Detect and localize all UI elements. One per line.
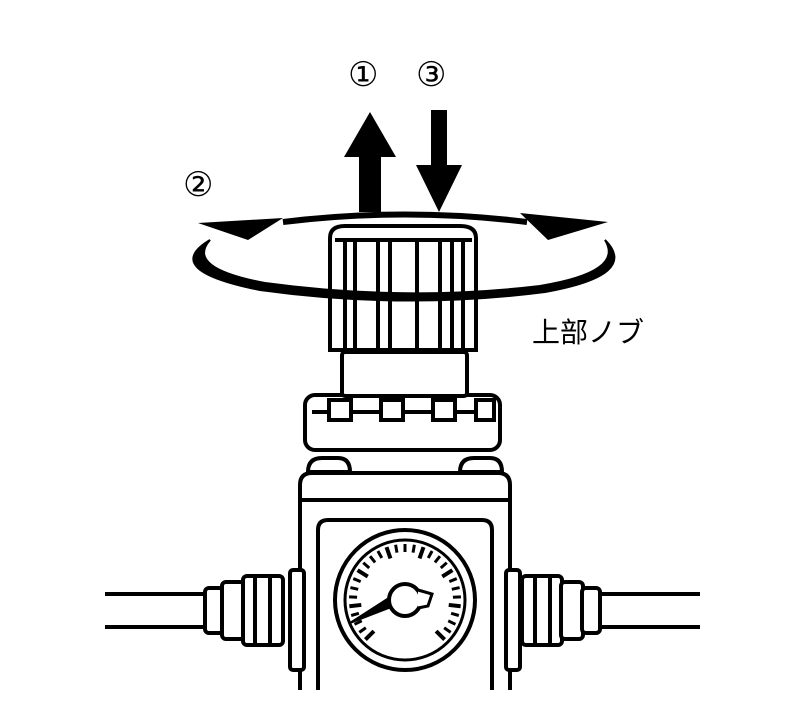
gauge-tick <box>434 629 447 642</box>
gauge-tick <box>394 544 399 553</box>
gauge-tick <box>441 568 454 579</box>
gauge-tick <box>426 550 434 559</box>
down-arrow-icon <box>416 110 462 212</box>
gauge-tick <box>433 555 442 564</box>
upper-knob-label: 上部ノブ <box>532 316 644 349</box>
upper-knob <box>328 224 478 352</box>
gauge-tick <box>448 577 458 584</box>
step-1-label: ① <box>348 55 378 95</box>
rotation-arrowhead-left <box>198 218 283 240</box>
gauge-tick <box>443 626 452 634</box>
gauge-tick <box>368 555 377 564</box>
step-3-label: ③ <box>416 55 446 95</box>
gauge-tick <box>353 619 363 626</box>
gauge-tick <box>350 611 360 617</box>
right-pipe <box>600 592 700 629</box>
up-arrow-icon <box>344 112 396 212</box>
rotation-arrowhead-right <box>520 213 608 240</box>
lock-ring <box>303 393 502 452</box>
left-fitting <box>203 574 285 647</box>
gauge-tick <box>384 546 393 560</box>
gauge-tick <box>411 544 416 553</box>
gauge-tick <box>356 568 369 579</box>
gauge-tick <box>350 586 359 591</box>
gauge-tick <box>417 546 426 560</box>
gauge-tick <box>352 577 362 584</box>
gauge-tick <box>451 586 460 591</box>
rotation-ring-back <box>282 211 528 225</box>
right-fitting <box>520 574 602 647</box>
step-2-label: ② <box>183 165 213 205</box>
pressure-gauge <box>333 528 477 672</box>
gauge-tick <box>448 602 461 609</box>
gauge-tick <box>363 629 376 642</box>
rotation-ring-front <box>192 239 616 302</box>
knob-stem <box>340 350 469 398</box>
gauge-tick <box>349 602 362 609</box>
gauge-tick <box>447 619 457 626</box>
gauge-ticks <box>349 544 461 642</box>
gauge-tick <box>439 561 448 570</box>
gauge-tick <box>358 626 367 634</box>
gauge-tick <box>376 550 384 559</box>
gauge-tick <box>450 611 460 617</box>
left-pipe <box>105 592 205 629</box>
gauge-tick <box>362 561 371 570</box>
